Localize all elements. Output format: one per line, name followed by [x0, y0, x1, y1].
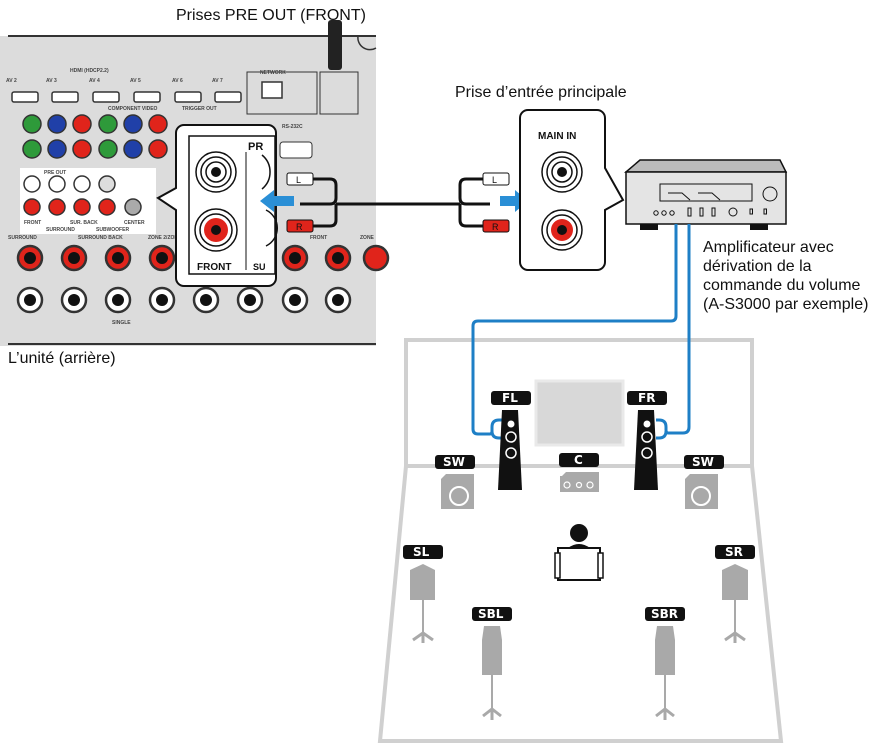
- svg-text:CENTER: CENTER: [124, 220, 145, 226]
- svg-text:AV 3: AV 3: [46, 78, 57, 84]
- pre-out-callout: PR FRONT SU: [156, 124, 278, 287]
- svg-text:AV 4: AV 4: [89, 78, 100, 84]
- svg-text:AV 5: AV 5: [130, 78, 141, 84]
- svg-text:RS-232C: RS-232C: [282, 124, 303, 130]
- pre-out-label: Prises PRE OUT (FRONT): [176, 7, 366, 24]
- svg-text:MAIN IN: MAIN IN: [538, 131, 576, 142]
- plug-r-right: R: [482, 219, 510, 233]
- svg-text:SURROUND: SURROUND: [46, 227, 75, 233]
- front-white-jack: [195, 151, 237, 193]
- svg-text:PRE OUT: PRE OUT: [44, 170, 66, 176]
- svg-text:SR: SR: [725, 545, 743, 559]
- svg-text:L: L: [296, 175, 301, 185]
- main-in-callout: MAIN IN: [519, 109, 625, 271]
- front-red-jack: [194, 208, 238, 252]
- svg-text:SBR: SBR: [651, 607, 678, 621]
- listener-icon: [554, 524, 604, 581]
- svg-text:COMPONENT VIDEO: COMPONENT VIDEO: [108, 106, 158, 112]
- svg-text:L: L: [492, 175, 497, 185]
- svg-text:SW: SW: [443, 455, 465, 469]
- rca-cable: L R L R: [286, 172, 510, 233]
- svg-text:SUBWOOFER: SUBWOOFER: [96, 227, 129, 233]
- amplifier-icon: [623, 159, 788, 230]
- speaker-sl: SL: [403, 545, 443, 643]
- antenna-icon: [328, 20, 342, 70]
- svg-text:(A-S3000 par exemple): (A-S3000 par exemple): [703, 296, 868, 313]
- svg-text:ZONE 2/ZONE 3: ZONE 2/ZONE 3: [148, 235, 186, 241]
- svg-text:FR: FR: [638, 391, 655, 405]
- svg-text:HDMI (HDCP2.2): HDMI (HDCP2.2): [70, 68, 109, 74]
- svg-text:SBL: SBL: [478, 607, 504, 621]
- svg-text:AV 7: AV 7: [212, 78, 223, 84]
- speaker-c: C: [559, 453, 599, 492]
- svg-text:R: R: [296, 222, 303, 232]
- speaker-fr: FR: [627, 391, 667, 490]
- plug-l-right: L: [482, 172, 510, 186]
- speaker-fl: FL: [491, 391, 531, 490]
- svg-text:PR: PR: [248, 141, 263, 153]
- svg-text:SURROUND BACK: SURROUND BACK: [78, 235, 123, 241]
- unit-rear-label: L’unité (arrière): [8, 350, 116, 367]
- svg-text:SL: SL: [413, 545, 430, 559]
- svg-text:dérivation de la: dérivation de la: [703, 258, 812, 275]
- svg-text:FRONT: FRONT: [24, 220, 41, 226]
- speaker-sbr: SBR: [645, 607, 685, 720]
- tv-icon: [534, 379, 625, 447]
- svg-text:SU: SU: [253, 262, 266, 272]
- speaker-sw-left: SW: [435, 455, 475, 509]
- main-in-jack-label: Prise d’entrée principale: [455, 84, 627, 101]
- svg-text:FRONT: FRONT: [197, 262, 231, 273]
- svg-text:commande du volume: commande du volume: [703, 277, 861, 294]
- hdmi-port-label: AV 2: [6, 78, 17, 84]
- svg-text:ZONE: ZONE: [360, 235, 375, 241]
- speaker-sw-right: SW: [684, 455, 724, 509]
- svg-text:SW: SW: [692, 455, 714, 469]
- svg-text:C: C: [574, 453, 583, 467]
- svg-text:R: R: [492, 222, 499, 232]
- svg-text:FRONT: FRONT: [310, 235, 327, 241]
- svg-text:AV 6: AV 6: [172, 78, 183, 84]
- svg-text:FL: FL: [502, 391, 518, 405]
- speaker-sbl: SBL: [472, 607, 512, 720]
- svg-text:TRIGGER OUT: TRIGGER OUT: [182, 106, 217, 112]
- svg-text:Amplificateur avec: Amplificateur avec: [703, 239, 834, 256]
- amplifier-label: Amplificateur avec dérivation de la comm…: [703, 239, 868, 313]
- plug-l-left: L: [286, 172, 314, 186]
- speaker-sr: SR: [715, 545, 755, 643]
- plug-r-left: R: [286, 219, 314, 233]
- arrow-left-icon: [260, 190, 294, 212]
- svg-text:SURROUND: SURROUND: [8, 235, 37, 241]
- speaker-wires: [471, 224, 691, 440]
- svg-text:NETWORK: NETWORK: [260, 70, 286, 76]
- svg-text:SINGLE: SINGLE: [112, 320, 131, 326]
- svg-text:SUR. BACK: SUR. BACK: [70, 220, 98, 226]
